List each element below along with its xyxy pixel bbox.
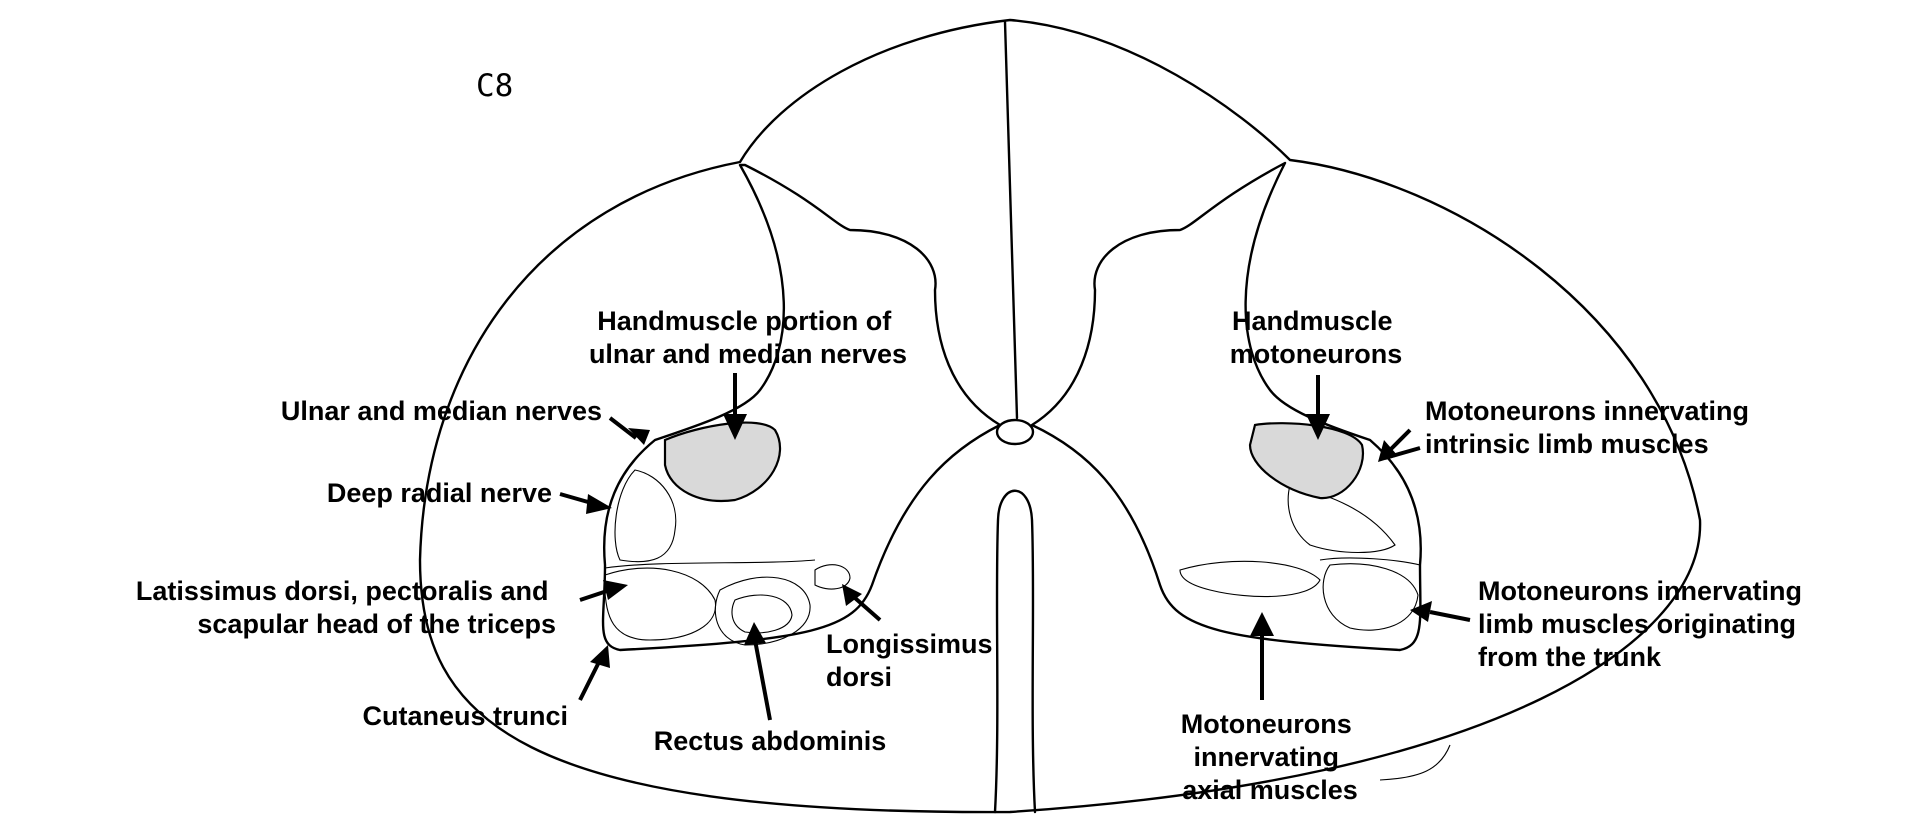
latissimus-pool <box>605 568 716 640</box>
label-latissimus: Latissimus dorsi, pectoralis and scapula… <box>136 576 556 639</box>
label-longissimus: Longissimus dorsi <box>826 629 1000 692</box>
label-intrinsic-limb: Motoneurons innervating intrinsic limb m… <box>1425 396 1757 459</box>
label-cutaneus-trunci: Cutaneus trunci <box>362 701 568 731</box>
rectus-inner-pool <box>732 595 792 633</box>
ventral-median-fissure <box>995 491 1035 812</box>
label-handmuscle-portion: Handmuscle portion of ulnar and median n… <box>589 306 907 369</box>
grey-matter <box>603 165 1000 650</box>
right-pool-axial <box>1180 561 1320 596</box>
label-deep-radial: Deep radial nerve <box>327 478 552 508</box>
label-axial: Motoneurons innervating axial muscles <box>1181 709 1360 805</box>
label-rectus-abdominis: Rectus abdominis <box>654 726 887 756</box>
deep-radial-pool <box>615 470 676 562</box>
right-pool-trunk <box>1323 564 1418 630</box>
handmuscle-motoneurons-region <box>1250 423 1363 498</box>
grey-matter-right <box>1032 163 1421 650</box>
dorsal-median-septum <box>1005 22 1017 418</box>
label-handmuscle-motoneurons: Handmuscle motoneurons <box>1230 306 1403 369</box>
label-ulnar-median: Ulnar and median nerves <box>281 396 602 426</box>
handmuscle-portion-region <box>665 423 780 501</box>
right-pool-upper <box>1288 485 1395 553</box>
central-canal <box>997 420 1033 444</box>
label-trunk-limb: Motoneurons innervating limb muscles ori… <box>1478 576 1810 672</box>
segment-label: C8 <box>476 68 513 104</box>
